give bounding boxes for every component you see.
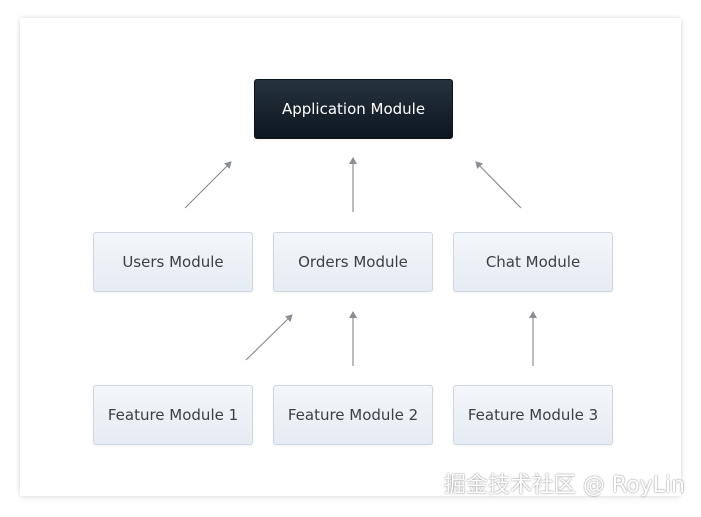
feature-module-1-node: Feature Module 1 [93,385,253,445]
arrow-users-to-app [184,161,232,209]
orders-module-node: Orders Module [273,232,433,292]
watermark: 掘金技术社区 @ RoyLin [443,473,685,498]
feature-module-2-node: Feature Module 2 [273,385,433,445]
application-module-label: Application Module [281,100,426,118]
application-module-node: Application Module [254,79,453,139]
orders-module-label: Orders Module [298,253,408,271]
arrow-feature1-to-orders [245,314,293,361]
feature-module-2-label: Feature Module 2 [287,406,419,424]
chat-module-node: Chat Module [453,232,613,292]
feature-module-1-label: Feature Module 1 [107,406,239,424]
users-module-node: Users Module [93,232,253,292]
arrow-chat-to-app [475,161,522,209]
users-module-label: Users Module [122,253,224,271]
feature-module-3-label: Feature Module 3 [467,406,599,424]
chat-module-label: Chat Module [485,253,581,271]
feature-module-3-node: Feature Module 3 [453,385,613,445]
